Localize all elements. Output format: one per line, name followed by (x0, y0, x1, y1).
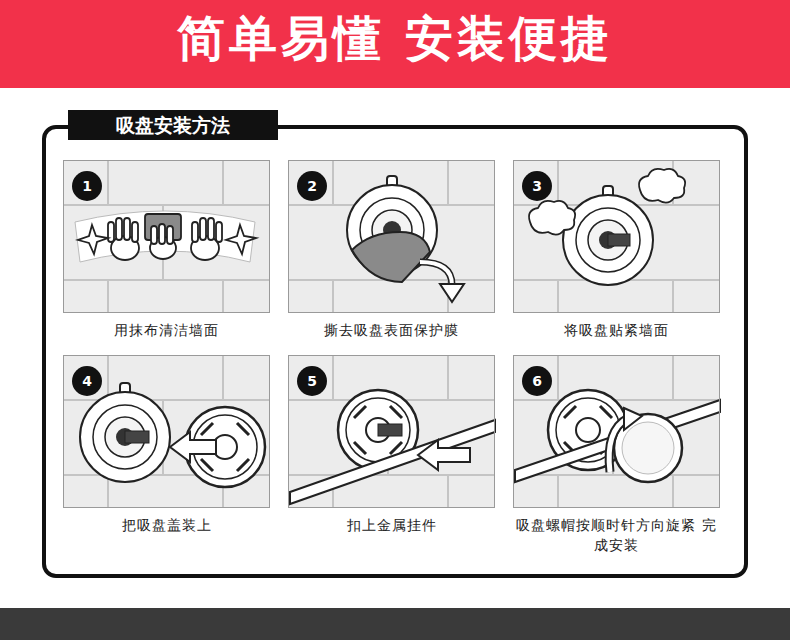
step-frame: 吸盘螺帽按顺时针方向旋紧 完成安装6 (513, 355, 720, 508)
step-number-badge: 4 (72, 366, 102, 396)
callout-number: 3 (522, 171, 552, 201)
callout-number: 1 (72, 171, 102, 201)
callout-number: 4 (72, 366, 102, 396)
step-caption: 把吸盘盖装上 (64, 515, 269, 535)
step-caption: 吸盘螺帽按顺时针方向旋紧 完成安装 (514, 515, 719, 555)
step-frame: 将吸盘贴紧墙面3 (513, 160, 720, 313)
step-frame: 把吸盘盖装上4 (63, 355, 270, 508)
callout-number: 6 (522, 366, 552, 396)
banner-title: 简单易懂 安装便捷 (0, 8, 790, 68)
step-number-badge: 6 (522, 366, 552, 396)
step-number-badge: 2 (297, 171, 327, 201)
step-frame: 用抹布清洁墙面1 (63, 160, 270, 313)
step-caption: 用抹布清洁墙面 (64, 320, 269, 340)
step-frame: 撕去吸盘表面保护膜2 (288, 160, 495, 313)
instruction-panel: 吸盘安装方法用抹布清洁墙面1撕去吸盘表面保护膜2将吸盘贴紧墙面3把吸盘盖装上4扣… (42, 125, 748, 578)
callout-number: 2 (297, 171, 327, 201)
step-number-badge: 5 (297, 366, 327, 396)
step-number-badge: 1 (72, 171, 102, 201)
step-frame: 扣上金属挂件5 (288, 355, 495, 508)
callout-number: 5 (297, 366, 327, 396)
step-caption: 撕去吸盘表面保护膜 (289, 320, 494, 340)
step-caption: 扣上金属挂件 (289, 515, 494, 535)
step-caption: 将吸盘贴紧墙面 (514, 320, 719, 340)
section-heading: 吸盘安装方法 (68, 110, 278, 140)
step-number-badge: 3 (522, 171, 552, 201)
